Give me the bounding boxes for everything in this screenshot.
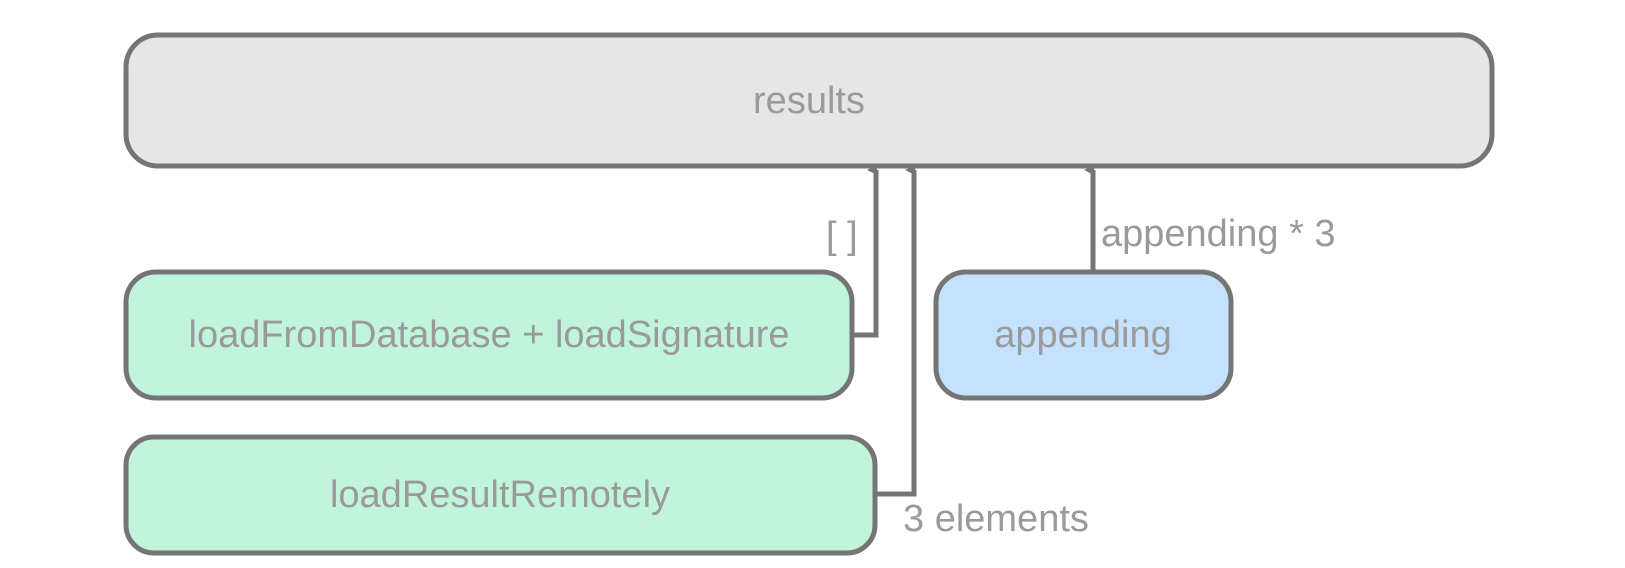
appending-to-results-label: appending * 3 [1101, 213, 1336, 255]
load-from-database-node: loadFromDatabase + loadSignature [123, 269, 855, 401]
database-to-results-edge: [ ] [826, 165, 879, 338]
remote-to-results-label: 3 elements [903, 498, 1089, 540]
appending-node-box [933, 269, 1234, 401]
database-to-results-label: [ ] [826, 215, 858, 257]
appending-node: appending [933, 269, 1234, 401]
appending-node-label: appending [994, 314, 1172, 356]
load-result-remotely-node-label: loadResultRemotely [330, 474, 670, 516]
results-node: results [123, 32, 1495, 169]
remote-to-results-arrow [875, 165, 917, 497]
results-node-label: results [753, 80, 865, 122]
load-result-remotely-node: loadResultRemotely [123, 434, 878, 556]
results-node-box [123, 32, 1495, 169]
appending-to-results-edge: appending * 3 [1084, 165, 1336, 272]
database-to-results-arrow [852, 165, 879, 338]
remote-to-results-edge: 3 elements [875, 165, 1089, 540]
load-from-database-node-label: loadFromDatabase + loadSignature [189, 314, 790, 356]
